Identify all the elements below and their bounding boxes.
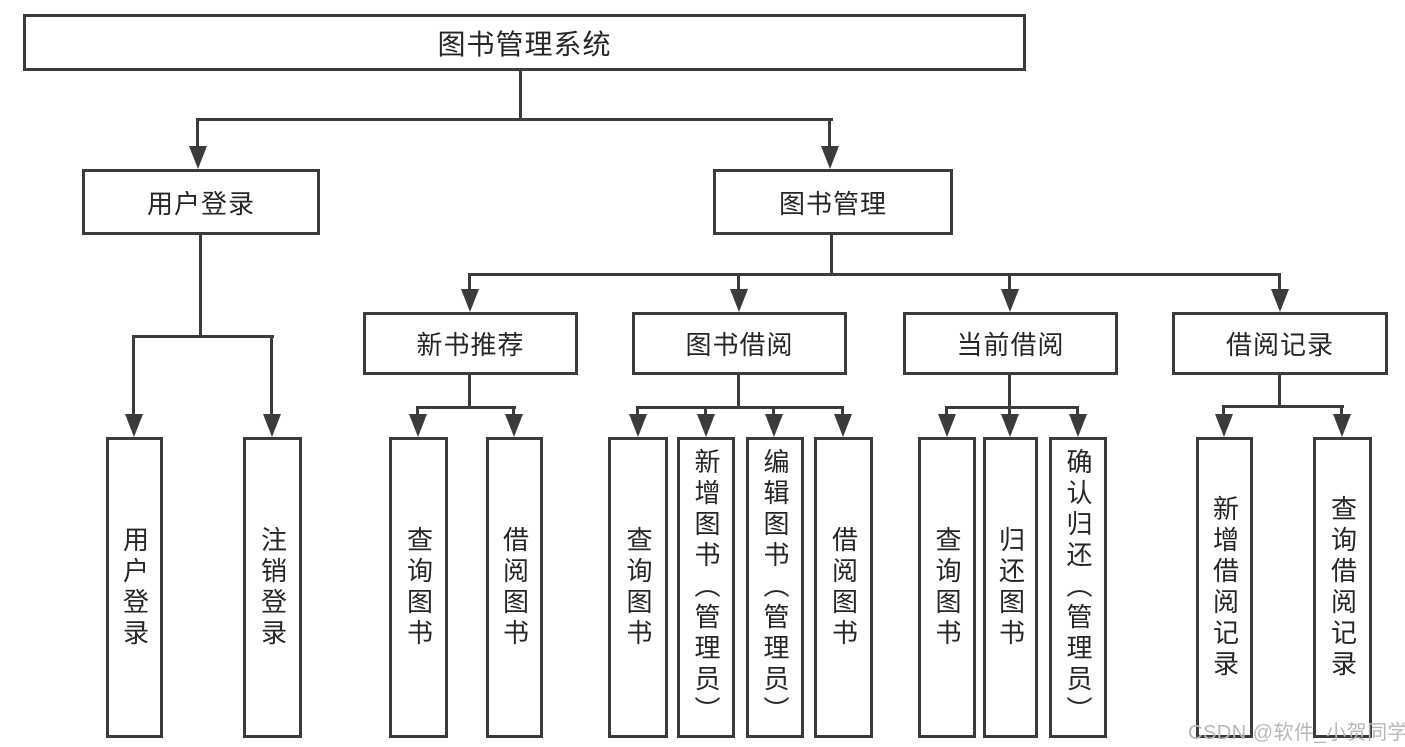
connector-line	[1222, 405, 1225, 418]
connector-line	[704, 406, 707, 418]
leaf-return-books: 归还图书	[983, 437, 1038, 738]
connector-line	[1076, 406, 1079, 418]
connector-line	[270, 335, 273, 415]
arrow-down-icon	[1333, 414, 1351, 437]
arrow-down-icon	[834, 414, 852, 437]
connector-line	[737, 273, 740, 291]
leaf-label: 编辑图书（管理员）	[760, 448, 790, 727]
leaf-borrow-books-2: 借阅图书	[814, 437, 873, 738]
connector-line	[841, 406, 844, 418]
csdn-watermark: CSDN @软件_小贺同学	[1188, 722, 1405, 744]
connector-line	[133, 335, 274, 338]
arrow-down-icon	[1001, 289, 1019, 312]
connector-line	[1340, 405, 1343, 418]
arrow-down-icon	[125, 414, 143, 437]
leaf-label: 新增图书（管理员）	[691, 448, 721, 727]
leaf-query-books-1: 查询图书	[389, 437, 448, 738]
leaf-query-books-3: 查询图书	[918, 437, 976, 738]
arrow-down-icon	[821, 146, 839, 169]
node-label: 当前借阅	[956, 330, 1065, 360]
leaf-label: 借阅图书	[828, 525, 859, 650]
leaf-logout: 注销登录	[243, 437, 302, 738]
arrow-down-icon	[765, 414, 783, 437]
leaf-add-books-admin: 新增图书（管理员）	[677, 437, 735, 738]
node-label: 新书推荐	[416, 330, 525, 360]
node-library-management-system: 图书管理系统	[23, 14, 1026, 71]
arrow-down-icon	[1001, 414, 1019, 437]
arrow-down-icon	[1069, 414, 1087, 437]
leaf-borrow-books-1: 借阅图书	[486, 437, 543, 738]
leaf-confirm-return-admin: 确认归还（管理员）	[1049, 437, 1107, 738]
arrow-down-icon	[409, 414, 427, 437]
arrow-down-icon	[461, 289, 479, 312]
arrow-down-icon	[263, 414, 281, 437]
leaf-label: 借阅图书	[499, 525, 530, 650]
node-user-login: 用户登录	[82, 169, 320, 235]
connector-line	[830, 235, 833, 275]
arrow-down-icon	[1215, 414, 1233, 437]
leaf-add-borrow-record: 新增借阅记录	[1196, 437, 1253, 738]
connector-line	[636, 406, 639, 418]
connector-line	[637, 406, 844, 409]
node-label: 图书管理系统	[437, 28, 612, 60]
node-label: 用户登录	[146, 188, 255, 219]
leaf-label: 用户登录	[119, 525, 150, 650]
leaf-label: 查询借阅记录	[1327, 494, 1358, 681]
connector-line	[512, 406, 515, 418]
arrow-down-icon	[1271, 289, 1289, 312]
leaf-label: 确认归还（管理员）	[1063, 448, 1093, 727]
connector-line	[519, 71, 522, 119]
connector-line	[132, 335, 135, 415]
node-label: 图书管理	[778, 188, 887, 219]
leaf-query-borrow-record: 查询借阅记录	[1313, 437, 1372, 738]
arrow-down-icon	[697, 414, 715, 437]
arrow-down-icon	[505, 414, 523, 437]
connector-line	[1008, 273, 1011, 291]
connector-line	[1278, 273, 1281, 291]
node-book-borrow: 图书借阅	[632, 312, 847, 375]
node-current-borrow: 当前借阅	[903, 312, 1118, 375]
node-book-management: 图书管理	[713, 169, 953, 235]
node-new-book-recommend: 新书推荐	[363, 312, 578, 375]
connector-line	[199, 235, 202, 336]
leaf-label: 查询图书	[623, 525, 653, 650]
leaf-label: 查询图书	[932, 525, 962, 650]
leaf-label: 新增借阅记录	[1209, 494, 1240, 681]
leaf-label: 查询图书	[403, 525, 434, 650]
leaf-query-books-2: 查询图书	[608, 437, 668, 738]
connector-line	[197, 118, 833, 121]
connector-line	[468, 273, 471, 291]
connector-line	[828, 118, 831, 148]
connector-line	[1008, 406, 1011, 418]
arrow-down-icon	[629, 414, 647, 437]
node-borrow-records: 借阅记录	[1172, 312, 1388, 375]
connector-line	[468, 375, 471, 407]
connector-line	[416, 406, 419, 418]
arrow-down-icon	[730, 289, 748, 312]
connector-line	[469, 273, 1281, 276]
connector-line	[196, 118, 199, 148]
leaf-user-login: 用户登录	[106, 437, 163, 738]
connector-line	[1223, 405, 1344, 408]
connector-line	[1008, 375, 1011, 407]
connector-line	[945, 406, 948, 418]
arrow-down-icon	[189, 146, 207, 169]
leaf-label: 归还图书	[995, 525, 1026, 650]
connector-line	[772, 406, 775, 418]
connector-line	[737, 375, 740, 407]
node-label: 图书借阅	[685, 330, 794, 360]
node-label: 借阅记录	[1225, 330, 1334, 360]
connector-line	[1278, 375, 1281, 406]
leaf-label: 注销登录	[257, 525, 288, 650]
leaf-edit-books-admin: 编辑图书（管理员）	[746, 437, 804, 738]
arrow-down-icon	[938, 414, 956, 437]
connector-line	[946, 406, 1079, 409]
connector-line	[417, 406, 516, 409]
